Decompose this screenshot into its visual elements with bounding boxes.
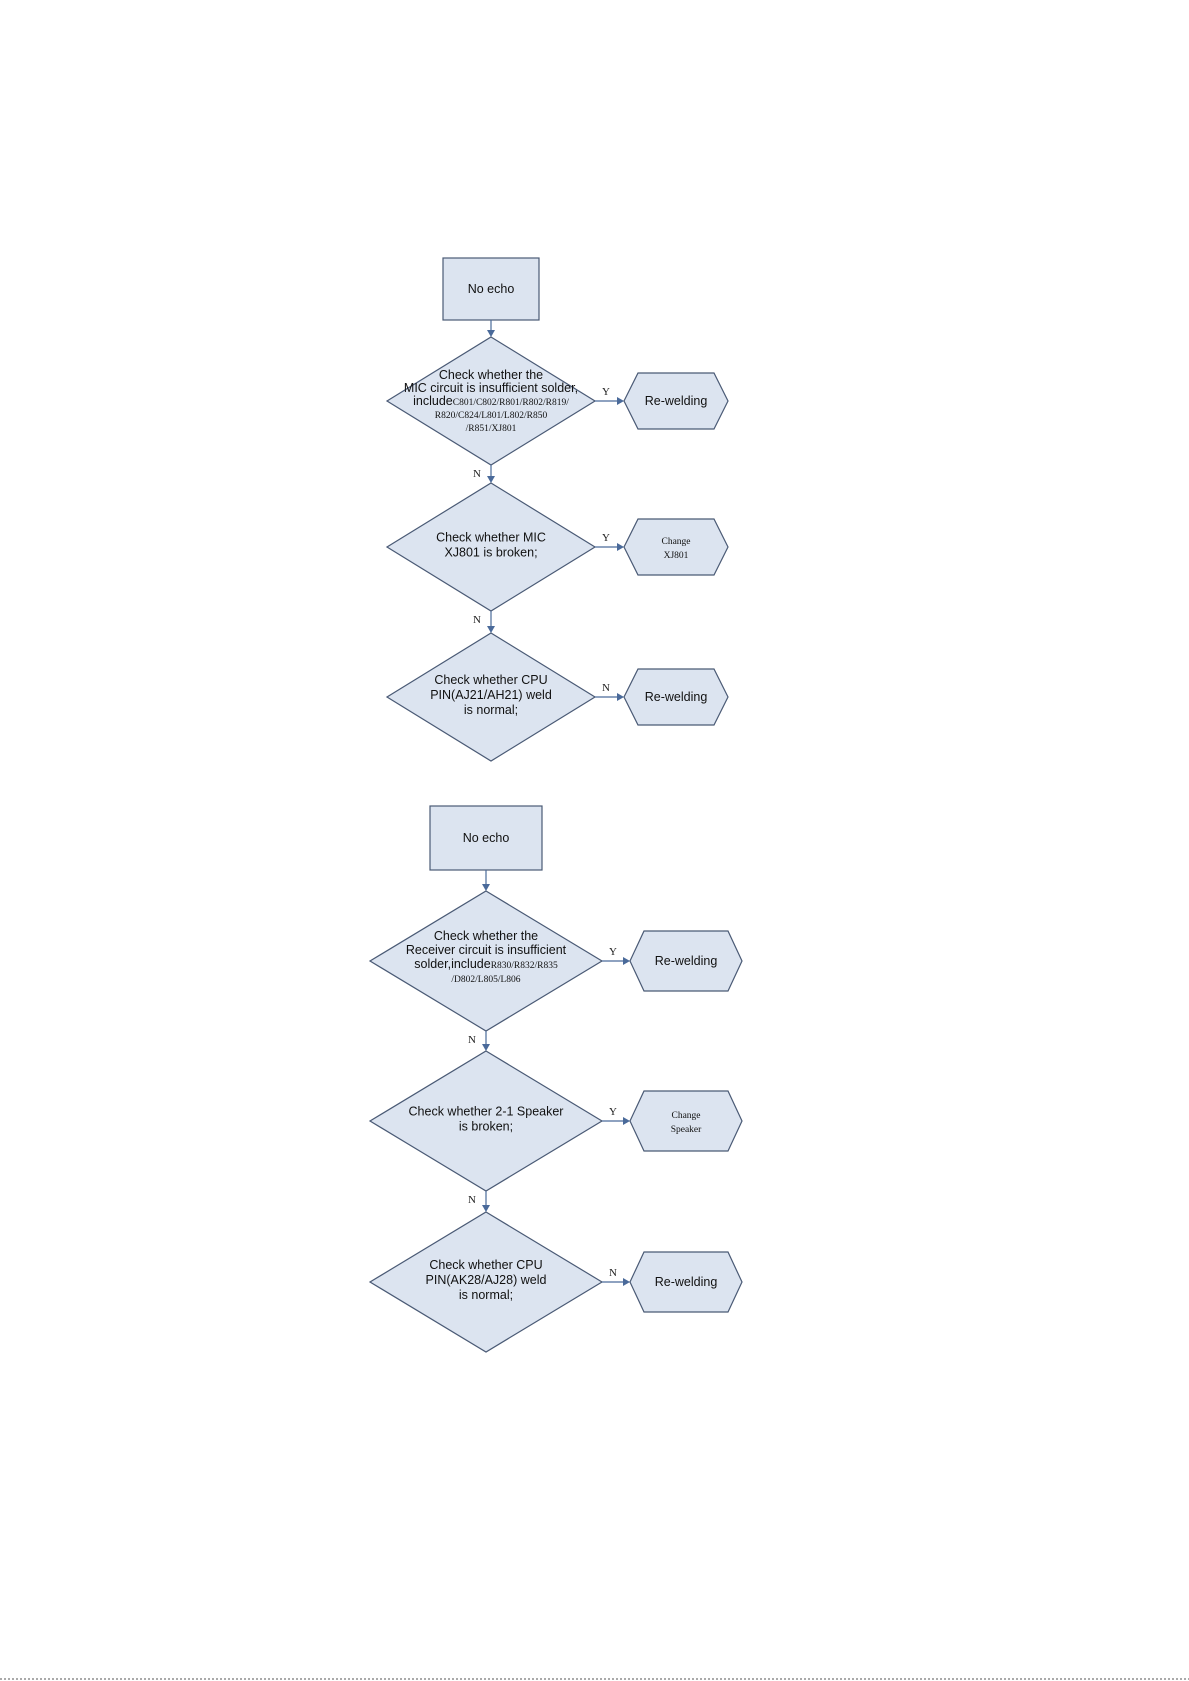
arrow-check1-to-check2-arrowhead (482, 1044, 490, 1051)
branch-label-2: Y (609, 1106, 617, 1118)
decision-text-1-line: Receiver circuit is insufficient (406, 943, 567, 957)
action-text-2-line1: Change (671, 1111, 700, 1121)
start-box-label: No echo (468, 282, 515, 296)
decision-text-1-line: R820/C824/L801/L802/R850 (435, 411, 548, 421)
decision-text-1-line: MIC circuit is insufficient solder, (404, 381, 578, 395)
branch-label-1: Y (609, 946, 617, 958)
action-text-1: Re-welding (655, 954, 718, 968)
decision-diamond-3 (385, 632, 597, 762)
branch-label-3: N (609, 1267, 617, 1279)
decision-text-1-line: includeC801/C802/R801/R802/R819/ (413, 394, 569, 408)
down-label-2: N (473, 614, 481, 626)
branch-label-3: N (602, 682, 610, 694)
action-text-3: Re-welding (645, 690, 708, 704)
decision-text-1-line: solder,includeR830/R832/R835 (414, 957, 558, 971)
action-hexagon-1 (623, 372, 729, 430)
down-label-1: N (473, 468, 481, 480)
start-box (442, 257, 540, 321)
action-hexagon-2 (623, 518, 729, 576)
action-hexagon-3 (629, 1251, 743, 1313)
decision-text-3-line: is normal; (464, 703, 518, 717)
decision-text-3-line: Check whether CPU (429, 1258, 542, 1272)
action-text-2-line2: XJ801 (664, 551, 689, 561)
arrow-check2-to-check3-arrowhead (487, 626, 495, 633)
action-text-1: Re-welding (645, 394, 708, 408)
action-hexagon-1 (629, 930, 743, 992)
decision-text-1-part: solder,include (414, 957, 490, 971)
decision-text-3-line: Check whether CPU (434, 673, 547, 687)
action-text-2-line2: Speaker (671, 1125, 702, 1135)
arrow-start-to-check1-arrowhead (482, 884, 490, 891)
decision-text-1-line: /D802/L805/L806 (451, 975, 520, 985)
decision-text-1-line: Check whether the (434, 929, 538, 943)
action-hexagon-3 (623, 668, 729, 726)
decision-text-2-line: XJ801 is broken; (444, 546, 537, 560)
action-hexagon-2 (629, 1090, 743, 1152)
arrow-check3-to-action-arrowhead (617, 693, 624, 701)
branch-label-1: Y (602, 386, 610, 398)
decision-text-3-line: PIN(AK28/AJ28) weld (426, 1273, 547, 1287)
start-box-label: No echo (463, 831, 510, 845)
arrow-check1-to-check2-arrowhead (487, 476, 495, 483)
arrow-check1-to-action-arrowhead (617, 397, 624, 405)
decision-text-2-line: Check whether 2-1 Speaker (409, 1105, 564, 1119)
decision-text-2-line: is broken; (459, 1120, 513, 1134)
decision-diamond-3 (368, 1211, 604, 1353)
arrow-check2-to-action-arrowhead (623, 1117, 630, 1125)
down-label-2: N (468, 1194, 476, 1206)
arrow-check1-to-action-arrowhead (623, 957, 630, 965)
decision-text-1-part: R830/R832/R835 (491, 961, 558, 971)
decision-text-1-line: Check whether the (439, 368, 543, 382)
decision-text-2-line: Check whether MIC (436, 531, 546, 545)
arrow-check2-to-check3-arrowhead (482, 1205, 490, 1212)
decision-text-3-line: PIN(AJ21/AH21) weld (430, 688, 552, 702)
action-text-3: Re-welding (655, 1275, 718, 1289)
decision-text-1-line: /R851/XJ801 (466, 424, 517, 434)
action-text-2-line1: Change (661, 537, 690, 547)
branch-label-2: Y (602, 532, 610, 544)
down-label-1: N (468, 1034, 476, 1046)
arrow-start-to-check1-arrowhead (487, 330, 495, 337)
decision-text-1-part: include (413, 394, 453, 408)
decision-text-1-part: C801/C802/R801/R802/R819/ (453, 398, 569, 408)
decision-text-3-line: is normal; (459, 1288, 513, 1302)
arrow-check2-to-action-arrowhead (617, 543, 624, 551)
arrow-check3-to-action-arrowhead (623, 1278, 630, 1286)
